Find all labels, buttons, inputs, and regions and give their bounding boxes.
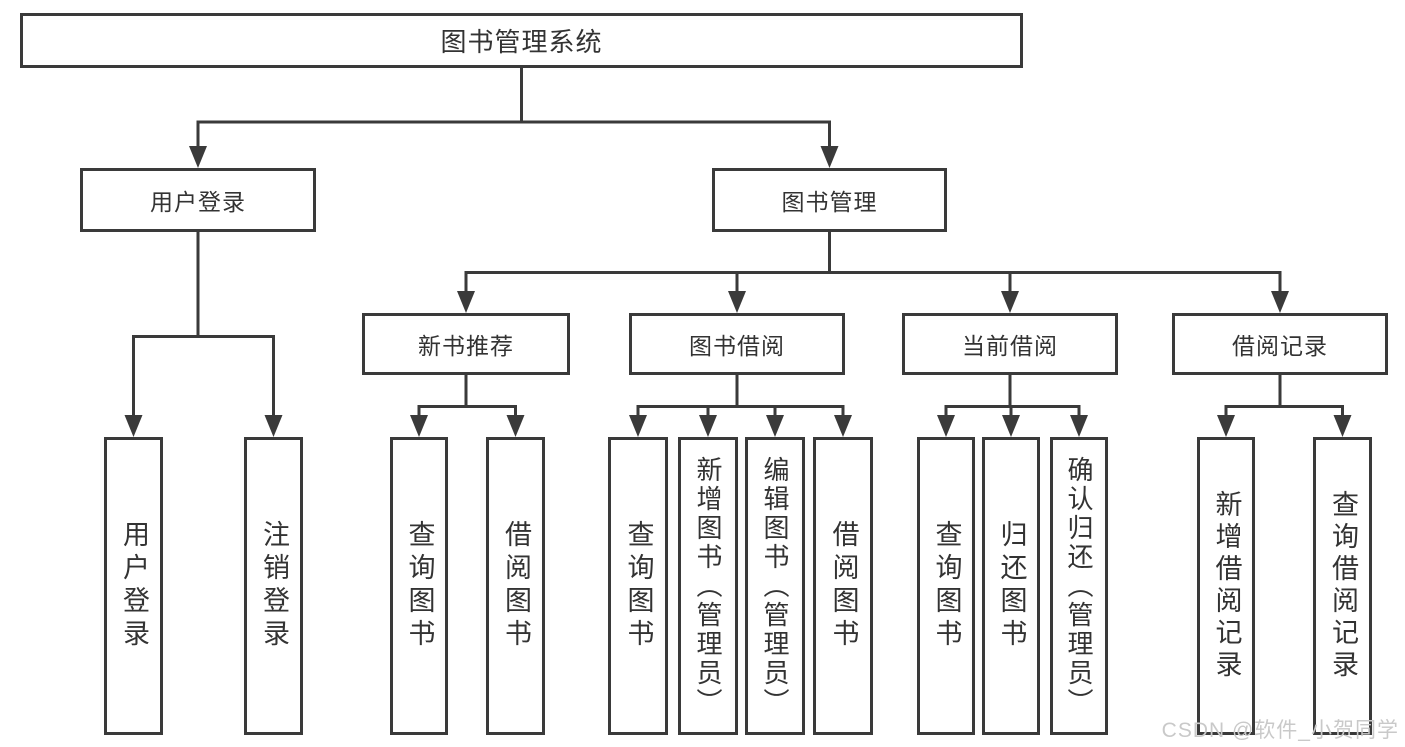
connector-root (196, 68, 831, 148)
arrowhead (506, 415, 525, 437)
connector-borrowing-records (1224, 375, 1344, 417)
leaf-add-borrow-record-label: 新增借阅记录 (1211, 490, 1242, 682)
leaf-query-books-3-label: 查询图书 (931, 520, 962, 652)
connector-user-login (132, 232, 275, 417)
node-new-book-recommend: 新书推荐 (362, 313, 570, 375)
arrowhead (264, 415, 283, 437)
arrowhead (766, 415, 784, 437)
node-borrowing-records: 借阅记录 (1172, 313, 1388, 375)
leaf-borrow-books-2-label: 借阅图书 (828, 520, 859, 652)
leaf-edit-book-admin: 编辑图书（管理员） (745, 437, 805, 735)
leaf-return-books: 归还图书 (982, 437, 1040, 735)
arrowhead (937, 415, 955, 437)
leaf-borrow-books-1: 借阅图书 (486, 437, 545, 735)
leaf-query-books-1: 查询图书 (390, 437, 448, 735)
leaf-confirm-return-admin: 确认归还（管理员） (1050, 437, 1108, 735)
leaf-logout: 注销登录 (244, 437, 303, 735)
leaf-borrow-books-1-label: 借阅图书 (501, 520, 531, 652)
node-book-borrowing-label: 图书借阅 (689, 333, 785, 359)
arrowhead (457, 291, 475, 313)
leaf-user-login-label: 用户登录 (119, 520, 149, 652)
leaf-user-login: 用户登录 (104, 437, 163, 735)
leaf-query-books-2: 查询图书 (608, 437, 668, 735)
node-borrowing-records-label: 借阅记录 (1232, 333, 1328, 359)
connector-book-borrowing (636, 375, 845, 417)
leaf-add-borrow-record: 新增借阅记录 (1197, 437, 1255, 735)
arrowhead (124, 415, 143, 437)
connector-new-book-recommend (417, 375, 517, 417)
node-user-login-label: 用户登录 (150, 189, 246, 215)
connector-current-borrowing (944, 375, 1081, 417)
arrowhead (820, 146, 839, 168)
arrowhead (629, 415, 647, 437)
node-root-label: 图书管理系统 (440, 27, 603, 57)
node-root: 图书管理系统 (20, 13, 1023, 68)
node-current-borrowing: 当前借阅 (902, 313, 1118, 375)
leaf-query-books-1-label: 查询图书 (404, 520, 435, 652)
arrowhead (1002, 415, 1020, 437)
arrowhead (728, 291, 746, 313)
connector-book-management (464, 232, 1282, 293)
node-book-management-label: 图书管理 (781, 189, 878, 215)
node-user-login: 用户登录 (80, 168, 316, 232)
leaf-edit-book-admin-label: 编辑图书（管理员） (760, 455, 790, 717)
leaf-query-books-3: 查询图书 (917, 437, 975, 735)
leaf-borrow-books-2: 借阅图书 (813, 437, 873, 735)
leaf-add-book-admin: 新增图书（管理员） (678, 437, 738, 735)
arrowhead (1271, 291, 1289, 313)
leaf-query-borrow-record-label: 查询借阅记录 (1328, 490, 1358, 682)
leaf-query-books-2-label: 查询图书 (623, 520, 654, 652)
arrowhead (1217, 415, 1235, 437)
arrowhead (834, 415, 852, 437)
arrowhead (1333, 415, 1352, 437)
leaf-query-borrow-record: 查询借阅记录 (1313, 437, 1372, 735)
leaf-return-books-label: 归还图书 (996, 520, 1027, 652)
arrowhead (1070, 415, 1088, 437)
arrowhead (699, 415, 717, 437)
node-book-management: 图书管理 (712, 168, 947, 232)
node-new-book-recommend-label: 新书推荐 (418, 333, 514, 359)
node-book-borrowing: 图书借阅 (629, 313, 845, 375)
leaf-confirm-return-admin-label: 确认归还（管理员） (1064, 455, 1094, 717)
arrowhead (1001, 291, 1019, 313)
csdn-watermark: CSDN @软件_小贺同学 (1161, 719, 1399, 742)
node-current-borrowing-label: 当前借阅 (962, 333, 1058, 359)
arrowhead (410, 415, 428, 437)
leaf-logout-label: 注销登录 (259, 520, 289, 652)
arrowhead (189, 146, 207, 168)
leaf-add-book-admin-label: 新增图书（管理员） (693, 455, 723, 717)
